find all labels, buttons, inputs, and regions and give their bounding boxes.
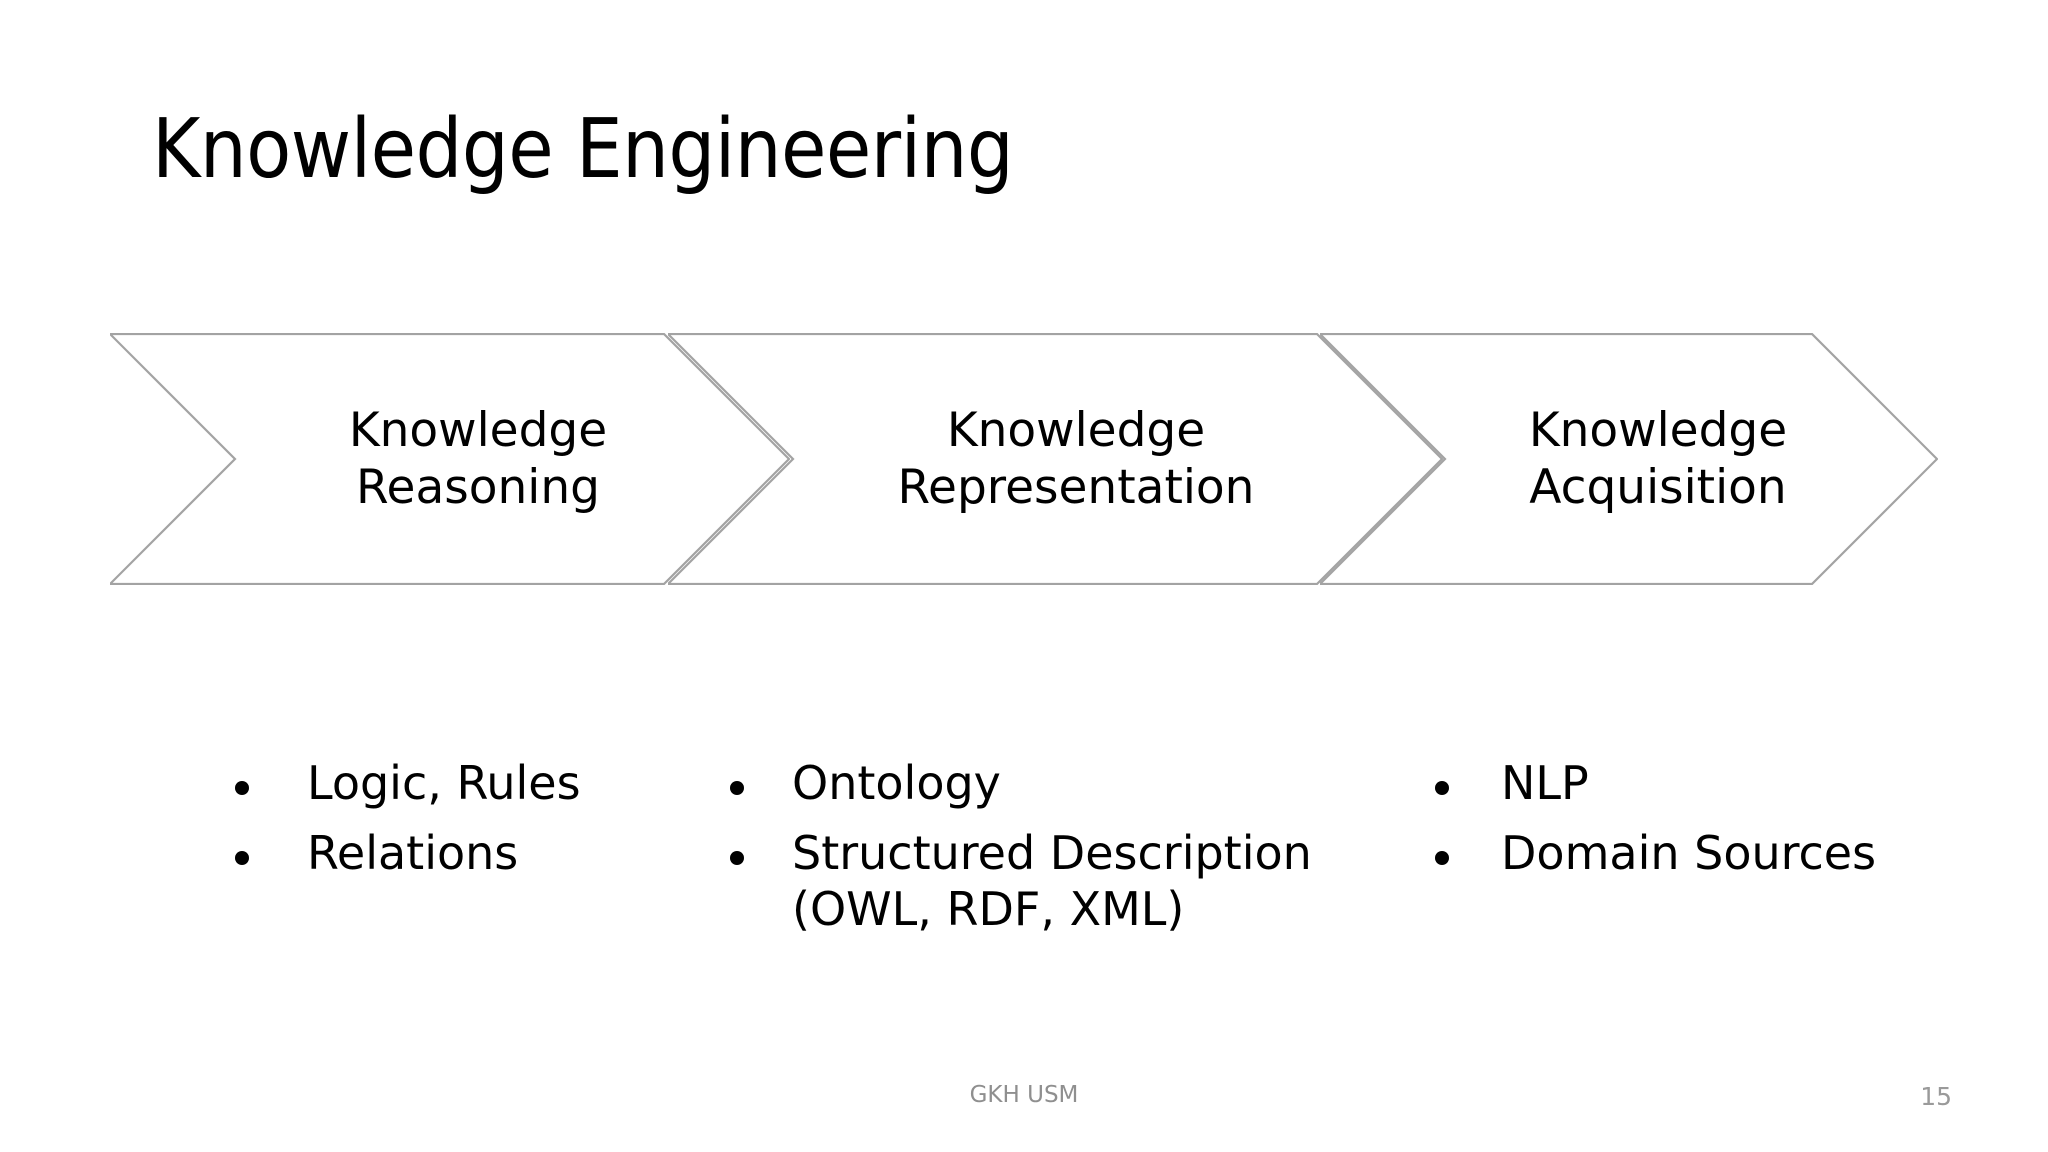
list-item-text: Relations <box>307 826 519 881</box>
list-item-text: NLP <box>1501 756 1589 810</box>
bullet-dot-icon <box>1435 851 1449 866</box>
list-item-text: Structured Description (OWL, RDF, XML) <box>792 826 1312 937</box>
list-item: Logic, Rules <box>235 755 655 811</box>
chevron-shape-icon <box>668 333 1443 585</box>
slide-page-number: 15 <box>1920 1082 1952 1111</box>
bullet-dot-icon <box>235 851 249 866</box>
list-item: Ontology <box>730 755 1330 811</box>
bullet-dot-icon <box>730 781 744 795</box>
bullet-columns: Logic, Rules Relations Ontology Structur… <box>0 755 2048 1015</box>
list-item: Domain Sources <box>1435 825 1955 881</box>
slide-footer-text: GKH USM <box>969 1082 1079 1108</box>
bullet-dot-icon <box>730 851 744 866</box>
list-item-text: Ontology <box>792 756 1001 810</box>
bullet-column-reasoning-details: Logic, Rules Relations <box>235 755 655 895</box>
chevron-step-knowledge-acquisition[interactable]: Knowledge Acquisition <box>1320 333 1938 585</box>
list-item: Relations <box>235 825 655 881</box>
bullet-column-representation-details: Ontology Structured Description (OWL, RD… <box>730 755 1330 951</box>
chevron-shape-icon <box>1320 333 1938 585</box>
bullet-dot-icon <box>235 781 249 795</box>
list-item: Structured Description (OWL, RDF, XML) <box>730 825 1330 937</box>
chevron-process-diagram: Knowledge Reasoning Knowledge Representa… <box>0 333 2048 585</box>
bullet-column-acquisition-details: NLP Domain Sources <box>1435 755 1955 895</box>
list-item: NLP <box>1435 755 1955 811</box>
list-item-text: Domain Sources <box>1501 826 1877 881</box>
page-title: Knowledge Engineering <box>152 102 1014 197</box>
chevron-shape-icon <box>110 333 790 585</box>
bullet-dot-icon <box>1435 781 1449 795</box>
list-item-text: Logic, Rules <box>307 756 581 810</box>
